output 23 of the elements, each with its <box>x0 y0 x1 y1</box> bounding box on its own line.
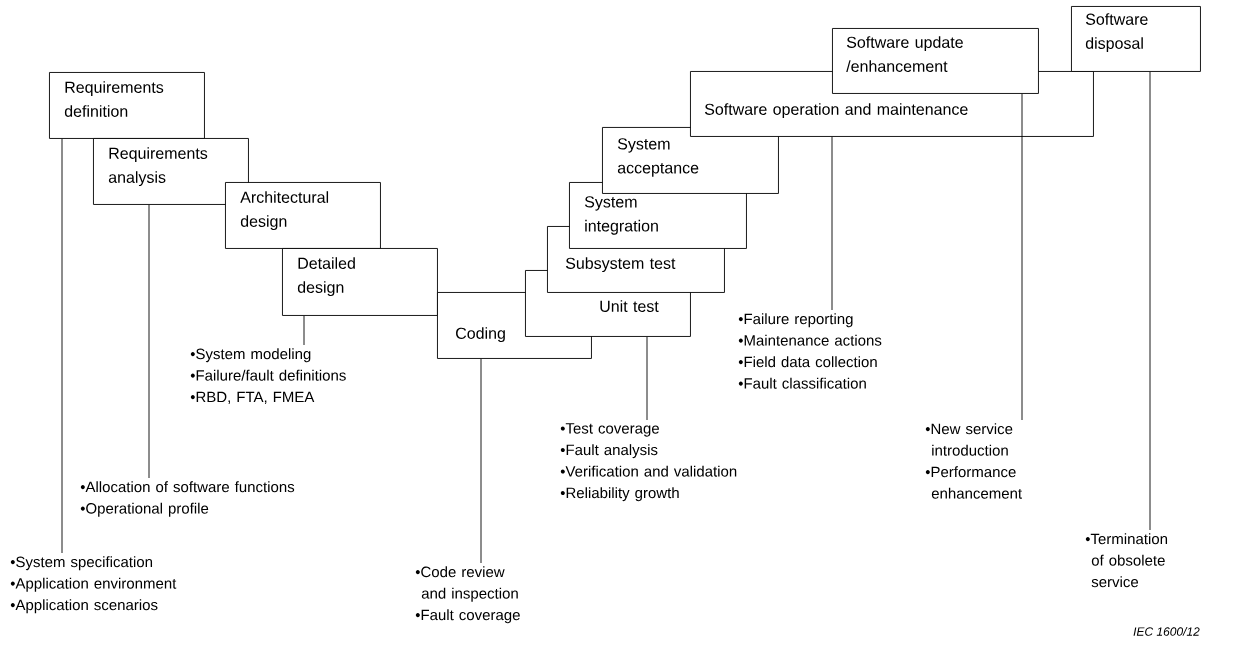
leader-line <box>1021 93 1023 421</box>
process-box: Requirements definition <box>49 72 205 139</box>
leader-line <box>646 336 648 421</box>
leader-line <box>1149 71 1151 531</box>
bullet-list: •Test coverage •Fault analysis •Verification and validation •Reliability growth <box>560 423 737 502</box>
process-box: Software disposal <box>1071 6 1201 72</box>
process-box: Detailed design <box>282 248 438 316</box>
leader-line <box>831 136 833 311</box>
bullet-list: •Code review and inspection •Fault coverage <box>415 566 520 624</box>
leader-line <box>61 138 63 554</box>
leader-line <box>303 315 305 346</box>
bullet-list: •New service introduction •Performance enhancement <box>925 423 1022 499</box>
figure-number: IEC 1600/12 <box>1133 627 1200 636</box>
process-box: Software update /enhancement <box>832 28 1039 94</box>
leader-line <box>480 358 482 564</box>
bullet-list: •Termination of obsolete service <box>1085 533 1168 588</box>
bullet-list: •System specification •Application environment •Application scenarios <box>10 556 177 614</box>
process-box: System acceptance <box>602 127 779 194</box>
bullet-list: •Failure reporting •Maintenance actions •Field data collection •Fault classification <box>738 313 882 389</box>
bullet-list: •System modeling •Failure/fault definitions •RBD, FTA, FMEA <box>190 348 346 404</box>
process-box: Architectural design <box>225 182 381 249</box>
bullet-list: •Allocation of software functions •Operational profile <box>80 481 295 517</box>
leader-line <box>148 204 150 479</box>
